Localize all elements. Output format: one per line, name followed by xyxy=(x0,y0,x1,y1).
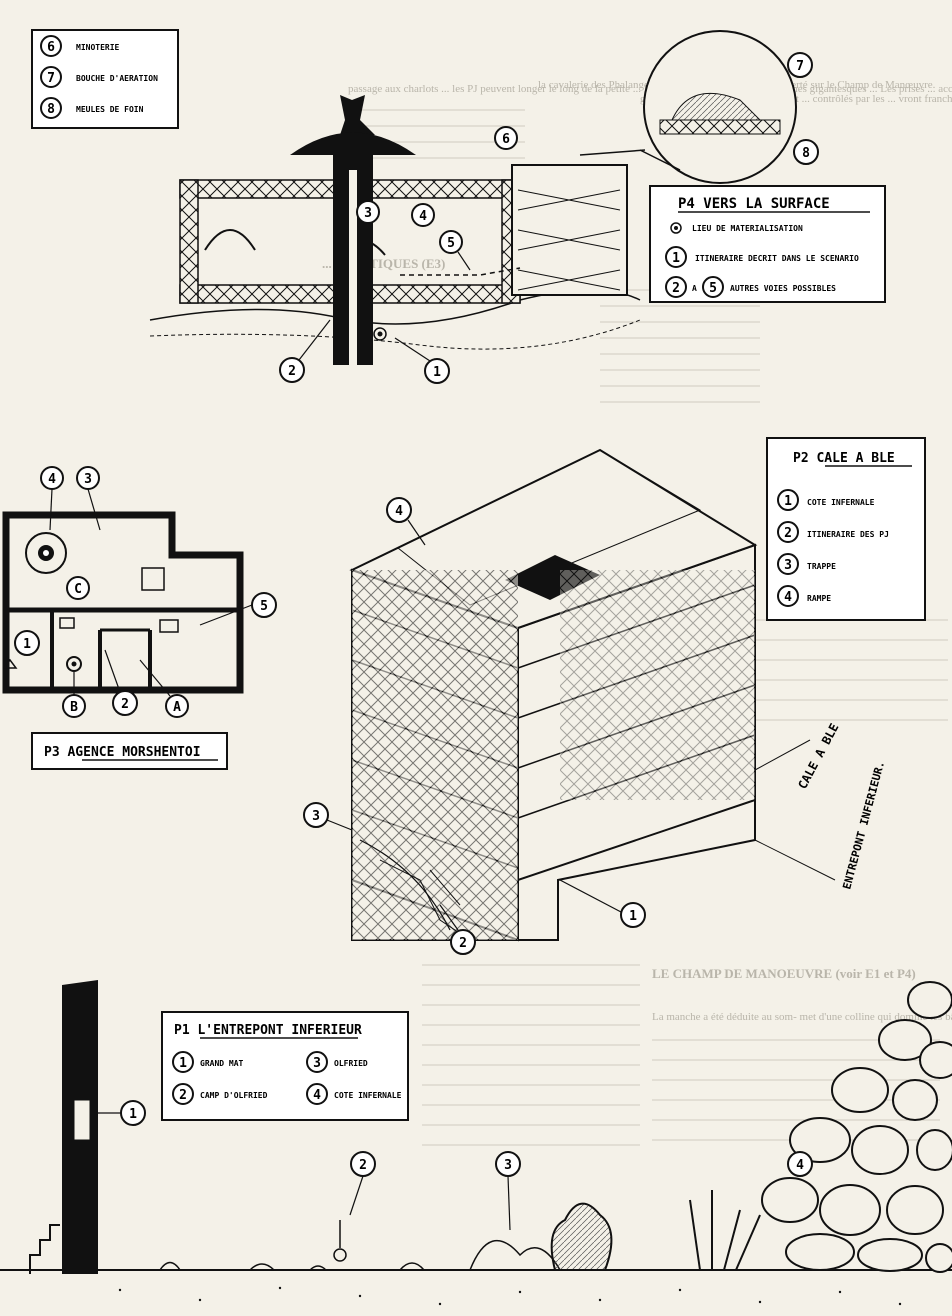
p4-cross-section-drawing: 3 4 5 2 1 6 7 8 xyxy=(149,30,819,384)
p1-lower-deck-panorama: 1 2 3 4 xyxy=(0,980,952,1306)
p1-legend-row-2: 2 CAMP D'OLFRIED xyxy=(172,1083,268,1105)
p2-legend-row-4: 4 RAMPE xyxy=(777,585,831,607)
svg-text:COTE INFERNALE: COTE INFERNALE xyxy=(334,1091,402,1100)
p4-number-callouts xyxy=(279,52,819,384)
legend-item-bouche-aeration: 7 BOUCHE D'AERATION xyxy=(40,66,158,88)
p4-label-1: 1 xyxy=(433,365,441,380)
p4-label-3: 3 xyxy=(364,206,372,221)
p3-label-3: 3 xyxy=(84,472,92,487)
p3-label-b: B xyxy=(70,700,78,715)
svg-text:GRAND MAT: GRAND MAT xyxy=(200,1059,244,1068)
svg-text:LIEU DE MATERIALISATION: LIEU DE MATERIALISATION xyxy=(692,224,803,233)
svg-text:ITINERAIRE DECRIT DANS LE SCEN: ITINERAIRE DECRIT DANS LE SCENARIO xyxy=(695,254,859,263)
p2-label-2: 2 xyxy=(459,936,467,951)
p4-legend-box: P4 VERS LA SURFACE LIEU DE MATERIALISATI… xyxy=(649,185,886,303)
bg-text-col3-body: La manche a été déduite au som- met d'un… xyxy=(652,1011,952,1023)
p2-legend-row-3: 3 TRAPPE xyxy=(777,553,836,575)
svg-text:7: 7 xyxy=(47,71,55,86)
p2-legend-row-2: 2 ITINERAIRE DES PJ xyxy=(777,521,889,543)
p3-label-2: 2 xyxy=(121,697,129,712)
legend-label: MINOTERIE xyxy=(76,43,120,52)
p3-floor-plan: 4 3 1 2 5 C B A xyxy=(2,466,277,718)
legend-item-minoterie: 6 MINOTERIE xyxy=(40,35,120,57)
p1-legend-row-1: 1 GRAND MAT xyxy=(172,1051,244,1073)
p2-legend-row-1: 1 COTE INFERNALE xyxy=(777,489,875,511)
svg-text:3: 3 xyxy=(313,1056,321,1071)
bg-heading-col3: LE CHAMP DE MANOEUVRE (voir E1 et P4) xyxy=(652,966,916,981)
svg-text:RAMPE: RAMPE xyxy=(807,594,831,603)
p1-title: P1 L'ENTREPONT INFERIEUR xyxy=(174,1023,362,1038)
p1-legend-box: P1 L'ENTREPONT INFERIEUR 1 GRAND MAT 2 C… xyxy=(161,1011,409,1121)
svg-text:CAMP D'OLFRIED: CAMP D'OLFRIED xyxy=(200,1091,268,1100)
p4-label-7: 7 xyxy=(796,59,804,74)
p3-title-box: P3 AGENCE MORSHENTOI xyxy=(31,732,228,770)
svg-text:2: 2 xyxy=(784,526,792,541)
p2-isometric-granary: 4 3 1 2 CALE A BLE ENTREPONT INFERIEUR. xyxy=(303,448,887,955)
p3-label-4: 4 xyxy=(48,472,56,487)
p4-legend-row-2-5: 2 A 5 AUTRES VOIES POSSIBLES xyxy=(665,276,836,298)
p4-label-8: 8 xyxy=(802,146,810,161)
p1-legend-row-3: 3 OLFRIED xyxy=(306,1051,368,1073)
p3-label-a: A xyxy=(173,700,181,715)
p4-title: P4 VERS LA SURFACE xyxy=(678,196,830,212)
p1-label-4: 4 xyxy=(796,1158,804,1173)
p2-number-callouts xyxy=(303,497,646,955)
svg-text:1: 1 xyxy=(179,1056,187,1071)
p3-title: P3 AGENCE MORSHENTOI xyxy=(44,745,201,760)
p2-title: P2 CALE A BLE xyxy=(793,451,895,466)
p4-legend-row-materialisation: LIEU DE MATERIALISATION xyxy=(670,222,803,234)
svg-text:1: 1 xyxy=(784,494,792,509)
svg-text:8: 8 xyxy=(47,102,55,117)
label-entrepont-inferieur: ENTREPONT INFERIEUR. xyxy=(840,759,887,890)
svg-text:2: 2 xyxy=(672,281,680,296)
p1-label-2: 2 xyxy=(359,1158,367,1173)
p3-label-5: 5 xyxy=(260,599,268,614)
svg-text:AUTRES VOIES POSSIBLES: AUTRES VOIES POSSIBLES xyxy=(730,284,836,293)
p2-label-4: 4 xyxy=(395,504,403,519)
svg-text:4: 4 xyxy=(784,590,792,605)
p2-legend-box: P2 CALE A BLE 1 COTE INFERNALE 2 ITINERA… xyxy=(766,437,926,621)
legend-label: MEULES DE FOIN xyxy=(76,105,144,114)
p4-label-4: 4 xyxy=(419,209,427,224)
svg-text:6: 6 xyxy=(47,40,55,55)
label-cale-a-ble: CALE A BLE xyxy=(795,721,841,791)
svg-text:5: 5 xyxy=(709,281,717,296)
svg-text:3: 3 xyxy=(784,558,792,573)
svg-text:TRAPPE: TRAPPE xyxy=(807,562,836,571)
svg-text:A: A xyxy=(692,284,697,293)
p2-label-1: 1 xyxy=(629,909,637,924)
p3-label-1: 1 xyxy=(23,637,31,652)
svg-text:ITINERAIRE DES PJ: ITINERAIRE DES PJ xyxy=(807,530,889,539)
p1-label-1: 1 xyxy=(129,1107,137,1122)
svg-text:4: 4 xyxy=(313,1088,321,1103)
p1-legend-row-4: 4 COTE INFERNALE xyxy=(306,1083,402,1105)
p4-label-6: 6 xyxy=(502,132,510,147)
p4-label-5: 5 xyxy=(447,236,455,251)
svg-text:1: 1 xyxy=(672,251,680,266)
p4-legend-row-1: 1 ITINERAIRE DECRIT DANS LE SCENARIO xyxy=(665,246,859,268)
svg-text:OLFRIED: OLFRIED xyxy=(334,1059,368,1068)
p2-label-3: 3 xyxy=(312,809,320,824)
svg-text:2: 2 xyxy=(179,1088,187,1103)
p3-label-c: C xyxy=(74,582,82,597)
p4-label-2: 2 xyxy=(288,364,296,379)
legend-label: BOUCHE D'AERATION xyxy=(76,74,158,83)
legend-item-meules-de-foin: 8 MEULES DE FOIN xyxy=(40,97,144,119)
svg-text:COTE INFERNALE: COTE INFERNALE xyxy=(807,498,875,507)
legend-box-topleft: 6 MINOTERIE 7 BOUCHE D'AERATION 8 MEULES… xyxy=(31,29,179,129)
p1-label-3: 3 xyxy=(504,1158,512,1173)
